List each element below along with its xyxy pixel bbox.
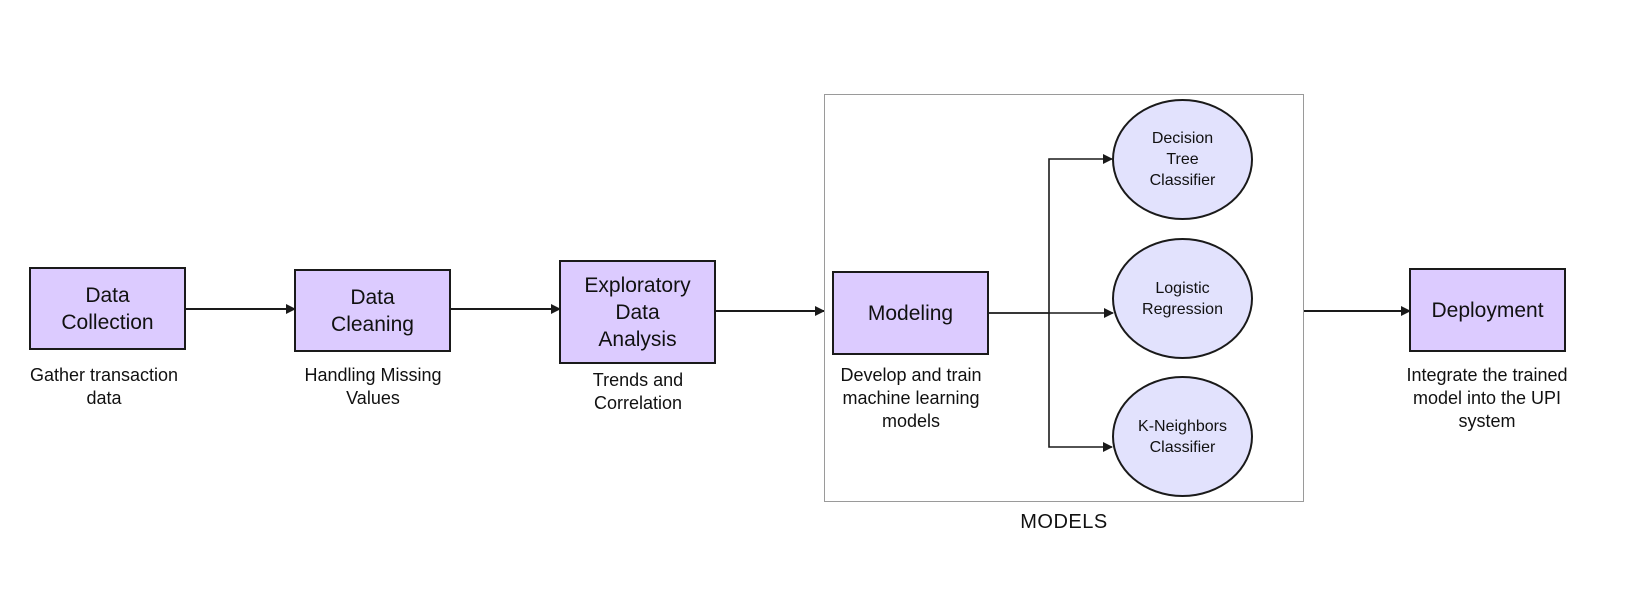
deployment-description: Integrate the trained model into the UPI…	[1406, 365, 1568, 431]
arrow-modeling-to-k-neighbors	[1048, 313, 1113, 452]
data-collection-box: Data Collection	[29, 267, 186, 350]
data-cleaning-description: Handling Missing Values	[304, 365, 442, 408]
decision-tree-classifier-node: Decision Tree Classifier	[1112, 99, 1253, 220]
modeling-description: Develop and train machine learning model…	[840, 365, 982, 431]
exploratory-data-analysis-box: Exploratory Data Analysis	[559, 260, 716, 364]
data-cleaning-box: Data Cleaning	[294, 269, 451, 352]
k-neighbors-classifier-node: K-Neighbors Classifier	[1112, 376, 1253, 497]
exploratory-data-analysis-description: Trends and Correlation	[592, 370, 684, 413]
data-collection-description: Gather transaction data	[29, 365, 179, 408]
models-group-label: MODELS	[1020, 511, 1108, 533]
logistic-regression-node: Logistic Regression	[1112, 238, 1253, 359]
modeling-box: Modeling	[832, 271, 989, 355]
models-group	[824, 94, 1304, 502]
deployment-box: Deployment	[1409, 268, 1566, 352]
